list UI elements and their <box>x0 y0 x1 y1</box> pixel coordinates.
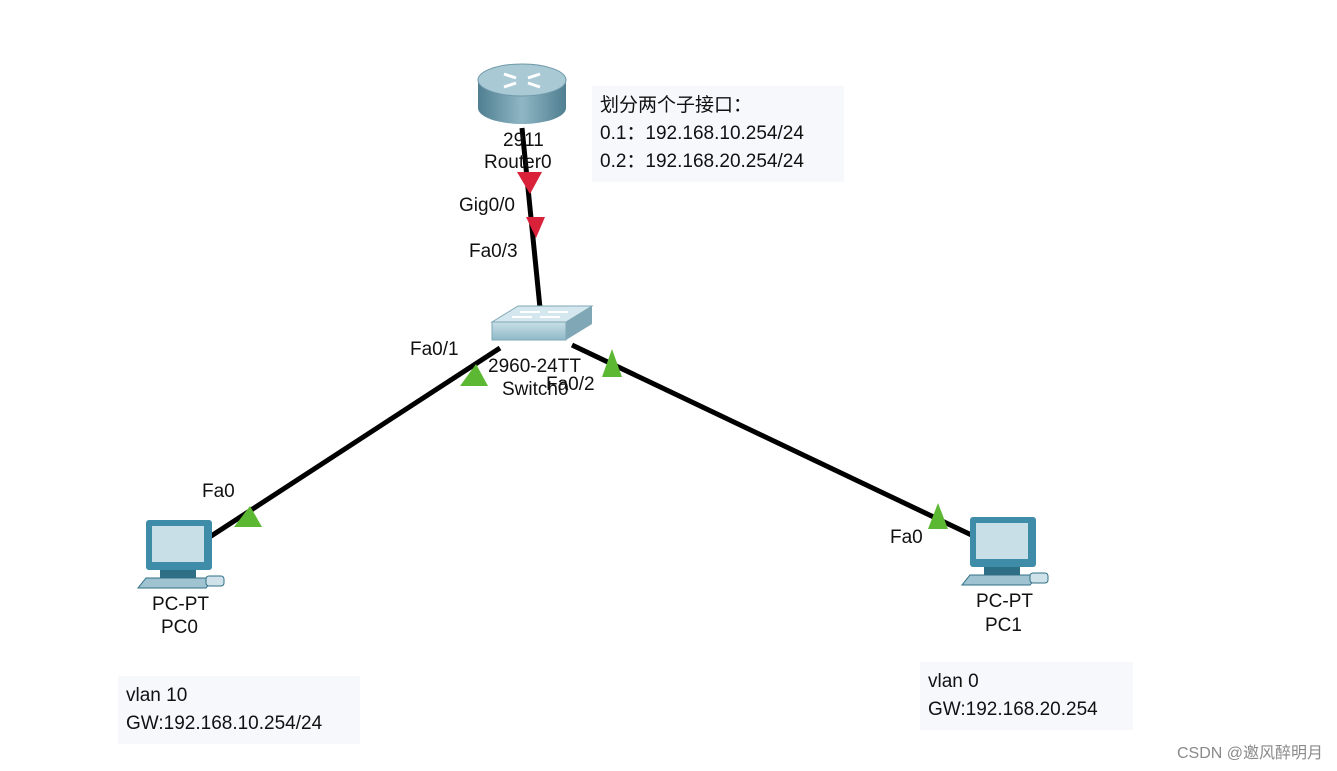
pc0-note: vlan 10 GW:192.168.10.254/24 <box>118 676 360 744</box>
router-icon[interactable] <box>477 63 567 124</box>
port-label-switch-fa0-3: Fa0/3 <box>469 241 518 262</box>
link-up-indicator-fa01 <box>460 364 488 386</box>
port-label-switch-fa0-2: Fa0/2 <box>546 374 595 395</box>
port-label-pc0-fa0: Fa0 <box>202 481 235 502</box>
link-up-indicator-fa02 <box>602 349 622 377</box>
note-subinterface-2: 0.2：192.168.20.254/24 <box>600 151 804 172</box>
note-title: 划分两个子接口： <box>600 95 753 116</box>
switch-model-label: 2960-24TT <box>488 356 581 377</box>
cable-switch-pc1[interactable] <box>570 342 984 543</box>
pc1-note: vlan 0 GW:192.168.20.254 <box>920 662 1133 730</box>
link-down-indicator-switch <box>526 217 545 238</box>
pc1-gateway-text: GW:192.168.20.254 <box>928 699 1098 720</box>
pc1-name-label: PC1 <box>985 615 1022 636</box>
watermark: CSDN @邀风醉明月 <box>1176 745 1323 762</box>
pc0-gateway-text: GW:192.168.10.254/24 <box>126 713 323 734</box>
router-name-label: Router0 <box>484 152 552 173</box>
pc1-model-label: PC-PT <box>976 591 1033 612</box>
pc1-icon[interactable] <box>960 517 1049 586</box>
switch-icon[interactable] <box>490 305 594 341</box>
link-up-indicator-pc1 <box>928 503 948 529</box>
pc1-vlan-text: vlan 0 <box>928 671 979 692</box>
cable-switch-pc0[interactable] <box>203 345 502 543</box>
pc0-model-label: PC-PT <box>152 594 209 615</box>
router-subinterface-note: 划分两个子接口： 0.1：192.168.10.254/24 0.2：192.1… <box>592 86 844 182</box>
link-down-indicator-router <box>517 172 542 194</box>
note-subinterface-1: 0.1：192.168.10.254/24 <box>600 123 804 144</box>
pc0-icon[interactable] <box>136 520 225 589</box>
port-label-pc1-fa0: Fa0 <box>890 527 923 548</box>
switch-name-label: Switch0 <box>502 379 569 400</box>
port-label-switch-fa0-1: Fa0/1 <box>410 339 459 360</box>
pc0-name-label: PC0 <box>161 617 198 638</box>
pc0-vlan-text: vlan 10 <box>126 685 188 706</box>
port-label-router-gig0-0: Gig0/0 <box>459 195 515 216</box>
router-model-label: 2911 <box>503 130 544 151</box>
link-up-indicator-pc0 <box>234 506 262 527</box>
